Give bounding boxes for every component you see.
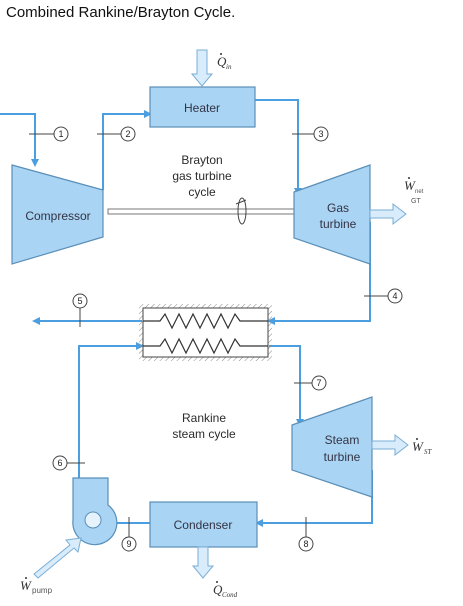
w-pump-label: W pump (20, 577, 53, 595)
q-in-arrow (190, 49, 214, 87)
svg-text:1: 1 (58, 129, 63, 139)
svg-text:pump: pump (32, 586, 53, 595)
state-6: 6 (52, 455, 85, 471)
svg-text:Rankine: Rankine (182, 411, 226, 425)
state-9: 9 (121, 517, 137, 552)
w-st-label: W ST (412, 438, 433, 456)
svg-text:gas turbine: gas turbine (172, 169, 232, 183)
svg-text:Cond: Cond (222, 591, 238, 599)
q-cond-arrow (191, 546, 215, 579)
steam-turbine-label-2: turbine (324, 450, 361, 464)
steam-turbine-label-1: Steam (325, 433, 360, 447)
w-pump-arrow (33, 537, 82, 579)
compressor-label: Compressor (25, 209, 90, 223)
gas-turbine: Gas turbine (293, 164, 371, 265)
line-state-3 (255, 99, 302, 196)
heater-label: Heater (184, 101, 220, 115)
state-markers: 1 2 3 4 5 6 7 (29, 126, 403, 552)
brayton-flow-lines (0, 99, 371, 325)
heater: Heater (149, 86, 256, 128)
line-state-7 (269, 345, 304, 427)
gas-turbine-label-1: Gas (327, 201, 349, 215)
svg-text:6: 6 (57, 458, 62, 468)
svg-text:W: W (20, 578, 32, 593)
q-cond-label: Q Cond (213, 581, 238, 599)
svg-text:W: W (412, 439, 424, 454)
state-3: 3 (292, 126, 329, 142)
line-state-6 (78, 342, 144, 478)
q-in-label: Q in (217, 53, 232, 71)
w-gt-arrow (369, 202, 407, 226)
inlet-line-1 (0, 113, 39, 167)
state-1: 1 (29, 126, 69, 142)
shaft-rotation-icon (237, 197, 247, 225)
svg-text:Q: Q (213, 582, 223, 597)
svg-text:net: net (415, 189, 424, 195)
diagram-title: Combined Rankine/Brayton Cycle. (6, 4, 236, 21)
svg-text:2: 2 (125, 129, 130, 139)
condenser: Condenser (149, 501, 258, 548)
svg-text:steam cycle: steam cycle (172, 427, 236, 441)
w-st-arrow (371, 433, 409, 457)
svg-text:in: in (226, 63, 232, 71)
svg-text:4: 4 (392, 291, 397, 301)
svg-text:5: 5 (77, 296, 82, 306)
svg-text:ST: ST (424, 448, 433, 456)
shaft (107, 197, 295, 225)
svg-text:W: W (404, 178, 416, 193)
svg-text:7: 7 (316, 378, 321, 388)
svg-text:3: 3 (318, 129, 323, 139)
state-2: 2 (97, 126, 136, 142)
line-state-2 (102, 110, 152, 190)
brayton-cycle-label: Brayton gas turbine cycle (172, 153, 232, 199)
pump (72, 477, 118, 546)
gas-turbine-label-2: turbine (320, 217, 357, 231)
state-5: 5 (72, 293, 88, 327)
svg-text:Brayton: Brayton (181, 153, 222, 167)
heat-exchanger (139, 304, 272, 361)
svg-text:Q: Q (217, 54, 227, 69)
condenser-label: Condenser (174, 518, 233, 532)
compressor: Compressor (11, 164, 104, 265)
svg-text:GT: GT (411, 198, 421, 205)
state-8: 8 (298, 517, 314, 552)
w-gt-label: W net GT (404, 177, 424, 205)
state-7: 7 (294, 375, 327, 391)
rankine-cycle-label: Rankine steam cycle (172, 411, 236, 441)
svg-text:8: 8 (303, 539, 308, 549)
state-4: 4 (364, 288, 403, 304)
svg-text:cycle: cycle (188, 185, 216, 199)
steam-turbine: Steam turbine (291, 396, 373, 498)
svg-text:9: 9 (126, 539, 131, 549)
energy-arrows (33, 49, 409, 579)
